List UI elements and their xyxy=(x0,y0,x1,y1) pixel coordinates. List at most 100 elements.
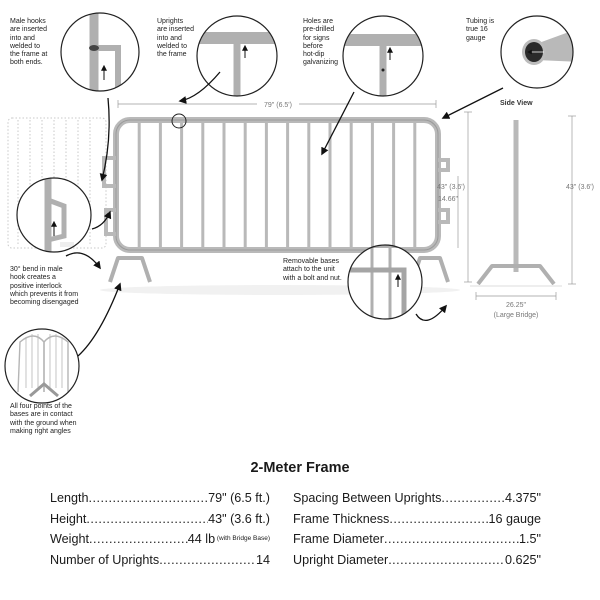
spec-value: 4.375" xyxy=(505,491,541,505)
spec-row: Spacing Between Uprights 4.375" xyxy=(293,488,541,509)
clearance-dimension: 14.66" xyxy=(438,196,459,203)
spec-row: Height 43" (3.6 ft.) xyxy=(50,509,270,530)
callout-line: All four points of the xyxy=(10,403,72,410)
callout-line: Holes are xyxy=(303,18,333,25)
detail-upright-weld xyxy=(196,15,278,97)
callout-line: the frame xyxy=(157,51,187,59)
callout-line: before xyxy=(303,42,323,50)
detail-four-points xyxy=(4,328,80,404)
callout-line: galvanizing xyxy=(303,59,339,67)
callout-line: hot-dip xyxy=(303,51,325,59)
callout-line: Uprights xyxy=(157,18,184,25)
spec-leader xyxy=(389,509,488,530)
spec-value: 16 gauge xyxy=(488,511,541,526)
spec-value: 0.625" xyxy=(505,552,541,567)
spec-value: 43" (3.6 ft.) xyxy=(208,511,270,526)
detail-male-hook xyxy=(60,12,140,92)
upright-marker xyxy=(171,113,187,129)
spec-label: Number of Uprights xyxy=(50,552,160,567)
callout-line: making right angles xyxy=(10,427,71,435)
callout-line: attach to the unit xyxy=(283,266,335,274)
spec-label: Length xyxy=(50,491,89,505)
base-width-dimension: 26.25" xyxy=(506,302,527,309)
callout-line: bases are in contact xyxy=(10,411,73,419)
spec-leader xyxy=(441,488,505,509)
callout-line: both ends. xyxy=(10,59,43,67)
dimension-lines xyxy=(117,100,472,283)
spec-right-column: Spacing Between Uprights 4.375" Frame Thic… xyxy=(293,488,541,570)
spec-label: Frame Thickness xyxy=(293,511,390,526)
spec-row: Weight 44 lb (with Bridge Base) xyxy=(50,529,270,550)
detail-holes xyxy=(342,15,424,97)
callout-line: are inserted xyxy=(157,26,194,34)
side-view: 43" (3.6') 26.25" (Large Bridge) xyxy=(470,115,594,319)
uprights-group xyxy=(137,122,417,248)
pointer-arrows xyxy=(65,71,504,357)
callout-line: Removable bases xyxy=(283,258,340,265)
callout-line: for signs xyxy=(303,34,330,42)
callout-line: with the ground when xyxy=(10,419,77,427)
frame-outline xyxy=(113,117,441,253)
detail-bases xyxy=(347,244,423,320)
detail-tubing xyxy=(500,15,574,89)
callout-line: Male hooks xyxy=(10,18,46,25)
spec-label: Height xyxy=(50,511,87,526)
spec-leader xyxy=(388,550,505,571)
callout-line: into and xyxy=(10,34,35,42)
male-hook-bottom xyxy=(104,208,116,236)
spec-leader xyxy=(89,488,209,509)
spec-leader xyxy=(89,529,188,550)
callout-line: becoming disengaged xyxy=(10,299,79,307)
side-view-title: Side View xyxy=(500,100,533,107)
callout-line: the frame at xyxy=(10,51,48,59)
side-height-dimension: 43" (3.6') xyxy=(566,184,594,191)
spec-left-column: Length 79" (6.5 ft.) Height 43" (3.6 ft.) We… xyxy=(50,488,270,570)
height-dimension: 43" (3.6') xyxy=(437,184,465,191)
spec-leader xyxy=(384,529,519,550)
spec-label: Spacing Between Uprights xyxy=(293,491,442,505)
spec-row: Length 79" (6.5 ft.) xyxy=(50,488,270,509)
callout-line: 30° bend in male xyxy=(10,266,63,273)
spec-label: Frame Diameter xyxy=(293,532,384,546)
callout-line: positive interlock xyxy=(10,282,62,290)
spec-label: Upright Diameter xyxy=(293,552,389,567)
spec-leader xyxy=(159,550,256,571)
callout-line: with a bolt and nut. xyxy=(283,274,342,282)
base-width-note: (Large Bridge) xyxy=(494,312,539,319)
spec-row: Number of Uprights 14 xyxy=(50,550,270,571)
spec-value: 44 lb xyxy=(187,532,216,546)
spec-row: Frame Thickness 16 gauge xyxy=(293,509,541,530)
length-dimension-label: 79" (6.5') xyxy=(264,102,292,109)
spec-value: 1.5" xyxy=(519,532,541,546)
base-left xyxy=(108,256,152,283)
spec-note: (with Bridge Base) xyxy=(215,535,270,542)
spec-leader xyxy=(86,509,208,530)
callout-line: true 16 xyxy=(466,26,488,34)
spec-row: Frame Diameter 1.5" xyxy=(293,529,541,550)
callout-line: welded to xyxy=(10,42,40,50)
callout-line: hook creates a xyxy=(10,274,56,282)
spec-value: 79" (6.5 ft.) xyxy=(208,491,270,505)
callout-line: are inserted xyxy=(10,26,47,34)
callout-line: gauge xyxy=(466,34,486,42)
callout-line: pre-drilled xyxy=(303,26,335,34)
spec-row: Upright Diameter 0.625" xyxy=(293,550,541,571)
detail-bend xyxy=(16,177,92,253)
female-hook-bottom xyxy=(438,208,450,224)
callout-line: Tubing is xyxy=(466,18,495,25)
callout-line: welded to xyxy=(157,42,187,50)
spec-value: 14 xyxy=(255,552,270,567)
spec-title: 2-Meter Frame xyxy=(250,460,350,476)
callout-line: which prevents it from xyxy=(10,290,79,298)
female-hook-top xyxy=(438,158,450,172)
callout-line: into and xyxy=(157,34,182,42)
spec-label: Weight xyxy=(50,532,89,546)
